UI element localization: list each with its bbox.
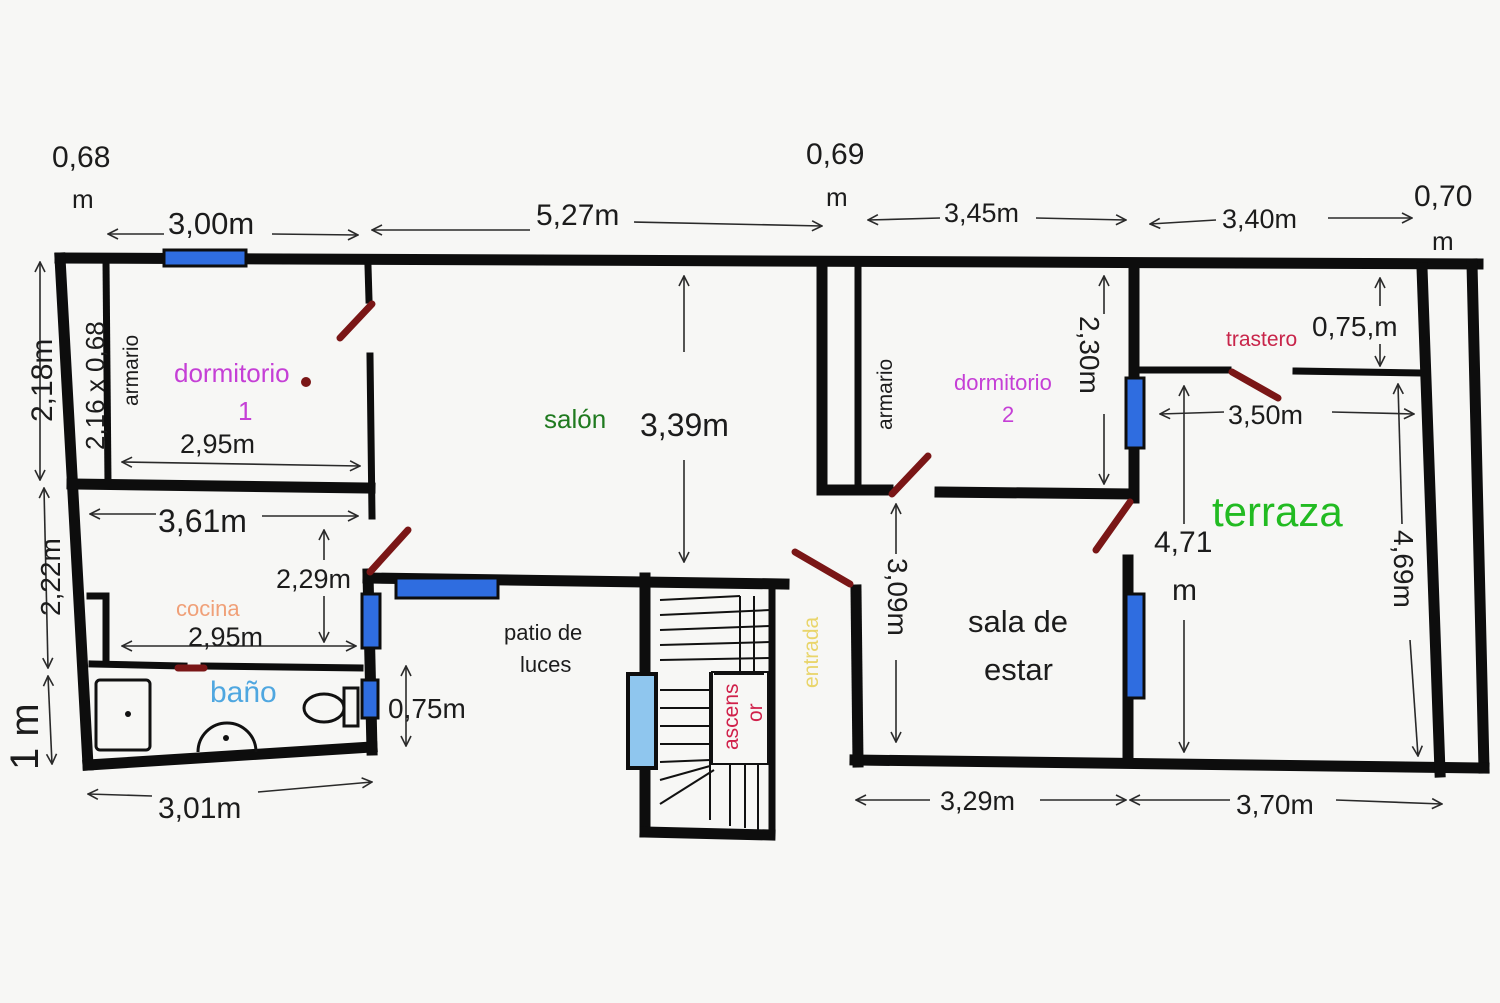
label-sala-line2: estar (984, 652, 1053, 687)
dim-top-070: 0,70 (1414, 180, 1472, 213)
wall-armario1 (102, 258, 112, 488)
dim-terr-471: 4,71 (1154, 526, 1212, 559)
wall-dorm1-right-top (364, 262, 373, 304)
window-dorm1 (162, 248, 248, 268)
dim-dorm1-361: 3,61m (158, 503, 247, 539)
dim-kit-229: 2,29m (276, 564, 351, 594)
label-salon: salón (544, 404, 606, 434)
label-patio-line1: patio de (504, 620, 582, 645)
elevator-box (711, 671, 769, 765)
wall-dorm1-bottom (66, 478, 376, 494)
shower-tray (94, 678, 152, 752)
wall-terraza-inner (1416, 262, 1446, 778)
windows (162, 248, 1146, 770)
wall-trastero-right (1292, 367, 1422, 377)
door-entrada (791, 548, 854, 588)
window-sala (1124, 592, 1146, 700)
door-dorm2 (888, 452, 932, 498)
dim-top-068: 0,68 (52, 141, 110, 174)
toilet-tank (342, 686, 360, 728)
label-entrada: entrada (800, 616, 823, 688)
window-cocina (360, 592, 382, 650)
label-dormitorio1: dormitorio (174, 358, 290, 388)
dim-dorm2-230: 2,30m (1074, 316, 1105, 394)
dim-top-069-unit: m (826, 182, 848, 212)
wall-bath-top-right (200, 662, 364, 672)
label-ascensor-line1: ascens (720, 683, 743, 750)
wall-dorm2-bottom (934, 486, 1134, 500)
staircase (659, 595, 771, 830)
label-dormitorio2-num: 2 (1002, 402, 1014, 427)
dim-sala-309: 3,09m (882, 558, 913, 636)
bath-fixtures (94, 678, 360, 753)
window-dorm2 (1124, 376, 1146, 450)
dim-top-300: 3,00m (168, 206, 254, 241)
shower-drain (125, 711, 131, 717)
wall-bottom-right (849, 754, 1490, 774)
door-sala (1092, 498, 1134, 554)
dim-dorm1-295: 2,95m (180, 429, 255, 459)
door-trastero (1228, 368, 1282, 402)
sink-basin (196, 721, 258, 753)
wall-dorm1-right (366, 352, 376, 520)
wall-bottom-left (82, 741, 378, 771)
dim-bath-075: 0,75m (388, 693, 466, 724)
window-stair (626, 672, 658, 770)
dim-terr-350: 3,50m (1228, 400, 1303, 430)
toilet-bowl (302, 692, 346, 724)
label-cocina: cocina (176, 596, 240, 621)
dim-top-340: 3,40m (1222, 204, 1297, 234)
label-armario1: armario (120, 335, 143, 406)
dim-kit-295: 2,95m (188, 622, 263, 652)
dim-top-070-unit: m (1432, 226, 1454, 256)
dim-terr-469: 4,69m (1388, 530, 1419, 608)
dim-left-218: 2,18m (26, 339, 59, 422)
dim-top-345: 3,45m (944, 198, 1019, 228)
dim-left-1m: 1 m (3, 703, 47, 770)
sink-drain (223, 735, 229, 741)
label-bano: baño (210, 676, 277, 709)
label-ascensor-line2: or (744, 703, 767, 722)
door-dorm1 (336, 300, 376, 342)
wall-stair-bottom (639, 826, 776, 841)
dimension-lines (40, 218, 1442, 804)
wall-top (54, 252, 1484, 270)
dimension-labels: 0,68 m 3,00m 5,27m 0,69 m 3,45m 3,40m 0,… (3, 138, 1472, 825)
label-patio-line2: luces (520, 652, 571, 677)
label-armario2: armario (874, 359, 897, 430)
dim-top-068-unit: m (72, 184, 94, 214)
room-labels: armario dormitorio 1 salón cocina baño p… (120, 328, 1343, 750)
armario1-dims: 2,16 x 0,68 (80, 321, 110, 450)
dim-salon-339: 3,39m (640, 407, 729, 443)
label-trastero: trastero (1226, 328, 1297, 351)
doors (174, 300, 1282, 672)
window-patio (394, 576, 500, 600)
dim-bottom-329: 3,29m (940, 786, 1015, 816)
door-cocina (366, 526, 412, 576)
dim-top-069: 0,69 (806, 138, 864, 171)
dim-bottom-370: 3,70m (1236, 789, 1314, 820)
wall-right (1466, 258, 1490, 774)
label-terraza: terraza (1212, 488, 1343, 535)
window-bano (360, 678, 380, 720)
dim-bottom-301: 3,01m (158, 792, 241, 825)
dim-trastero-075: 0,75,m (1312, 311, 1398, 342)
dim-terr-471-unit: m (1172, 574, 1197, 607)
label-dormitorio2: dormitorio (954, 370, 1052, 395)
wall-sala-left (850, 584, 864, 768)
door-dorm1-handle (301, 377, 311, 387)
dim-top-527: 5,27m (536, 199, 619, 232)
dim-left-222: 2,22m (35, 538, 66, 616)
label-dormitorio1-num: 1 (238, 396, 252, 426)
wall-left (54, 252, 94, 771)
wall-cocina-nook (86, 592, 110, 666)
label-sala-line1: sala de (968, 604, 1068, 639)
